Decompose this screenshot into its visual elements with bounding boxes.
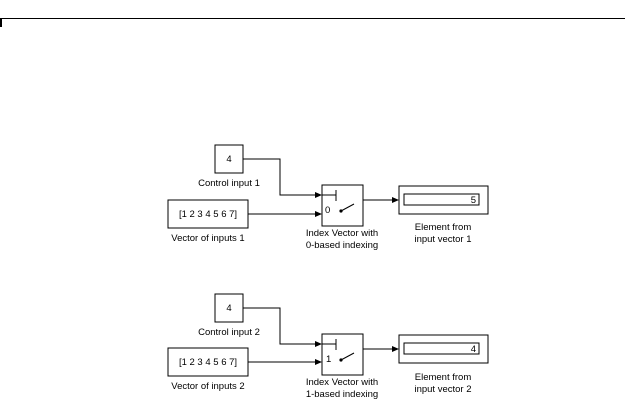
constant-value: 4: [226, 303, 231, 314]
display-2-label-line1: Element from: [415, 372, 472, 383]
index-base-label: 0: [325, 205, 330, 216]
display-1-label-line1: Element from: [415, 222, 472, 233]
display-value: 4: [471, 344, 476, 355]
display-1-label-line2: input vector 1: [414, 234, 471, 245]
display-2-label-line2: input vector 2: [414, 384, 471, 395]
display-readout-field: [403, 342, 480, 355]
control-input-2-block[interactable]: 4: [214, 293, 244, 323]
switch-block-frame[interactable]: [321, 333, 364, 376]
constant-block-frame[interactable]: [214, 293, 244, 323]
constant-block-frame[interactable]: [214, 144, 244, 174]
index-base-label: 1: [326, 354, 331, 365]
arrowhead-vector-2: [315, 359, 322, 365]
arrowhead-vector-1: [315, 211, 322, 217]
arrowhead-output-2: [392, 346, 399, 352]
vector-inputs-2-block[interactable]: [1 2 3 4 5 6 7]: [167, 347, 249, 377]
arrowhead-output-1: [392, 197, 399, 203]
switch-contact: [340, 203, 355, 212]
display-2-block[interactable]: 4: [398, 334, 489, 364]
control-input-2-label: Control input 2: [198, 327, 260, 338]
control-input-1-label: Control input 1: [198, 178, 260, 189]
constant-block-frame[interactable]: [167, 347, 249, 377]
toolbar-edge-tick: [0, 18, 2, 27]
index-vector-2-label-line2: 1-based indexing: [306, 389, 378, 400]
control-input-1-block[interactable]: 4: [214, 144, 244, 174]
vector-value: [1 2 3 4 5 6 7]: [179, 357, 237, 368]
display-1-block[interactable]: 5: [398, 185, 489, 215]
switch-block-frame[interactable]: [321, 184, 364, 227]
vector-inputs-1-label: Vector of inputs 1: [171, 233, 244, 244]
index-vector-1-block[interactable]: 0: [321, 184, 364, 227]
switch-pivot: [339, 358, 343, 362]
vector-inputs-1-block[interactable]: [1 2 3 4 5 6 7]: [167, 199, 249, 229]
arrowhead-control-2: [315, 341, 322, 347]
display-value: 5: [471, 195, 476, 206]
index-vector-1-label-line1: Index Vector with: [306, 228, 378, 239]
index-vector-1-label-line2: 0-based indexing: [306, 240, 378, 251]
switch-pivot: [339, 209, 343, 213]
arrowhead-control-1: [315, 192, 322, 198]
display-readout-field: [403, 193, 480, 206]
index-vector-2-label-line1: Index Vector with: [306, 377, 378, 388]
signal-line-control-1[interactable]: [243, 158, 316, 196]
vector-inputs-2-label: Vector of inputs 2: [171, 381, 244, 392]
constant-block-frame[interactable]: [167, 199, 249, 229]
signal-line-control-2[interactable]: [243, 307, 316, 345]
index-vector-2-block[interactable]: 1: [321, 333, 364, 376]
top-toolbar-line: [0, 0, 625, 27]
vector-value: [1 2 3 4 5 6 7]: [179, 209, 237, 220]
constant-value: 4: [226, 154, 231, 165]
switch-contact: [340, 352, 355, 361]
